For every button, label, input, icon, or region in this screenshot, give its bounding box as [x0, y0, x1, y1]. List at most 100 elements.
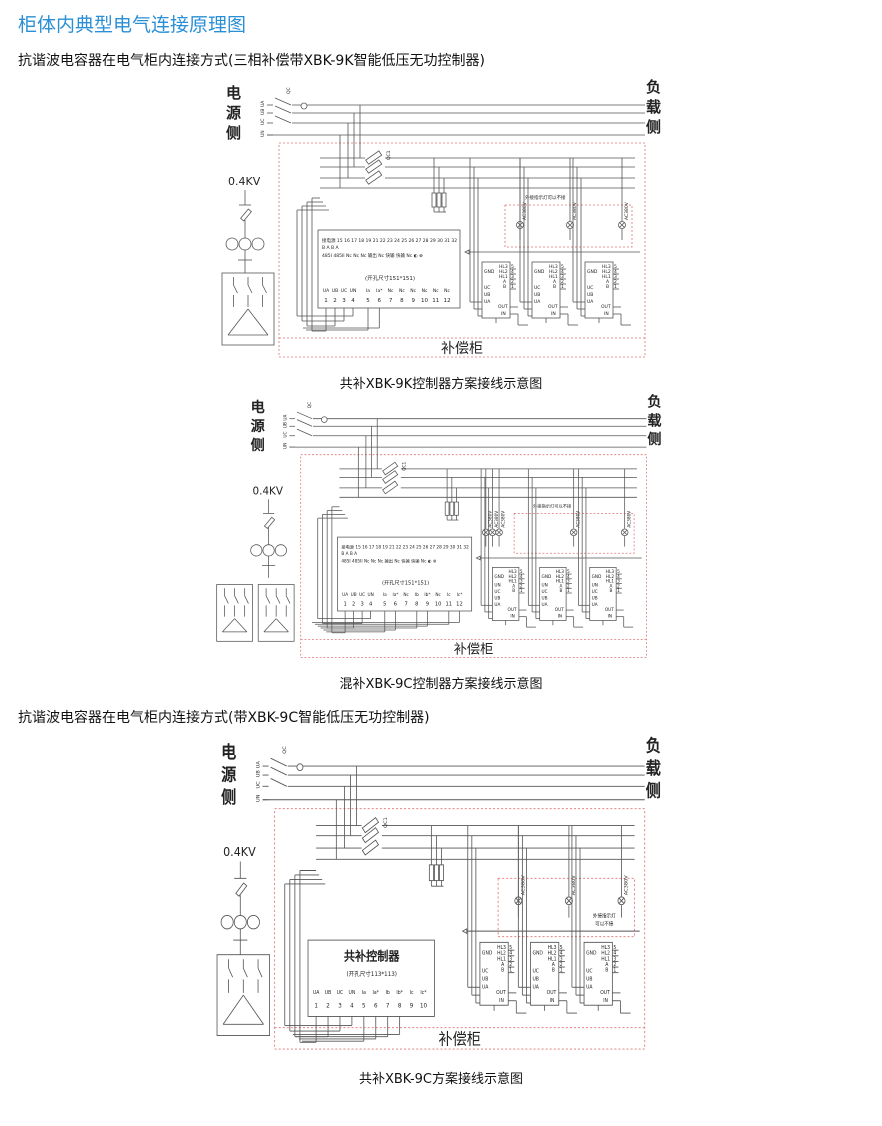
module-hl: HL2	[602, 269, 611, 275]
cabinet-label: 补偿柜	[454, 642, 494, 658]
module-uc: UC	[542, 589, 548, 595]
load-side-label: 负	[647, 393, 661, 410]
terminal-number: 7	[404, 601, 407, 607]
fuse-icon-qc1	[365, 150, 383, 165]
terminal-number: 12	[456, 601, 463, 607]
terminal-number: 4	[369, 601, 373, 607]
switch-icon	[224, 595, 229, 604]
module-ua: UA	[592, 602, 598, 608]
arrow-icon	[461, 928, 468, 935]
terminal-number: 3	[338, 1003, 342, 1009]
module-uc: UC	[534, 285, 540, 291]
cabinet-label: 补偿柜	[441, 341, 483, 357]
module-pin: 4	[509, 950, 512, 956]
source-side-label: 侧	[226, 124, 241, 142]
terminal-number: 10	[420, 1003, 427, 1009]
terminal-label: Nc	[433, 288, 439, 294]
voltage-label: 0.4KV	[253, 485, 284, 497]
module-hl: HL1	[509, 579, 518, 585]
ct-icon	[296, 763, 304, 772]
wire	[618, 897, 625, 904]
module-pin: 5	[617, 569, 620, 575]
module-pin: 1	[561, 284, 564, 290]
module-hl: HL2	[606, 574, 615, 580]
module-pin: 2	[561, 279, 564, 285]
switch-icon	[233, 284, 238, 294]
switching-module	[492, 567, 520, 621]
switching-module	[479, 941, 509, 1006]
wire	[263, 618, 277, 633]
module-hl: HL1	[548, 956, 557, 962]
lamp-note: 外接指示灯可以不接	[533, 503, 572, 510]
terminal-label: UN	[350, 288, 357, 294]
terminal-number: 1	[314, 1003, 318, 1009]
fuse-icon	[441, 192, 447, 208]
controller-terminal-row: 接电源 15 16 17 18 19 21 22 23 24 25 26 27 …	[322, 237, 457, 244]
module-in: IN	[550, 998, 555, 1004]
switch-icon	[244, 595, 249, 604]
fuse-icon	[235, 882, 248, 897]
module-pin: 4	[561, 269, 564, 275]
switch-blade-qc	[296, 419, 313, 427]
controller-cutout: (开孔尺寸113*113)	[346, 970, 396, 978]
module-ub: UB	[586, 976, 592, 982]
module-a: A	[552, 962, 556, 968]
module-pin: 4	[520, 574, 523, 580]
switching-module	[584, 261, 614, 319]
module-pin: 2	[567, 583, 570, 589]
module-uc: UC	[587, 285, 593, 291]
compensation-cabinet-boundary	[278, 142, 646, 358]
terminal-number: 3	[342, 298, 346, 304]
transformer-icon	[262, 544, 275, 557]
module-ua: UA	[587, 299, 594, 305]
qc-label: QC	[282, 746, 288, 754]
controller-terminal-row: B A B A	[322, 245, 340, 251]
module-hl: HL3	[602, 264, 611, 270]
fuse-icon-qc1	[361, 839, 380, 856]
fuse-icon-qc1	[365, 159, 383, 174]
module-out: OUT	[496, 990, 506, 996]
transformer-icon	[220, 914, 234, 930]
terminal-label: Nc	[410, 288, 416, 294]
module-ub: UB	[532, 976, 538, 982]
controller-title: 共补控制器	[344, 949, 400, 964]
module-uc: UC	[592, 589, 598, 595]
module-hl: HL1	[549, 274, 558, 280]
switch-icon	[234, 595, 239, 604]
module-hl: HL3	[548, 945, 557, 951]
module-pin: 3	[614, 274, 617, 280]
module-b: B	[553, 284, 556, 290]
load-side-label: 负	[646, 736, 661, 756]
module-out: OUT	[601, 304, 611, 310]
switch-icon	[228, 967, 233, 978]
module-hl: HL2	[549, 269, 558, 275]
module-pin: 5	[567, 569, 570, 575]
switch-icon	[265, 595, 271, 604]
fuse-icon	[431, 192, 437, 208]
controller-terminal-row: 接电源 15 16 17 18 19 21 22 23 24 25 26 27 …	[341, 543, 469, 550]
terminal-label: Ic*	[457, 592, 463, 598]
diagram-caption-3: 共补XBK-9C方案接线示意图	[358, 1072, 524, 1087]
module-a: A	[501, 962, 505, 968]
wire	[483, 529, 489, 536]
transformer-icon	[246, 914, 260, 930]
source-side-label: 源	[251, 418, 266, 435]
load-side-label: 载	[646, 758, 661, 778]
switch-icon	[275, 595, 281, 604]
module-pin: 5	[560, 945, 563, 951]
lamp-voltage: AC380V	[521, 874, 527, 895]
module-a: A	[605, 962, 609, 968]
module-pin: 4	[511, 269, 514, 275]
module-pin: 4	[567, 574, 570, 580]
module-gnd: GND	[484, 269, 495, 275]
fuse-icon	[434, 864, 439, 882]
controller-box	[307, 939, 435, 1017]
phase-label: UC	[256, 781, 262, 789]
controller-terminal-row: 485I 485II Nc Nc Nc 输出 Nc 快输 快输 Nc ◐ ⊗	[322, 252, 423, 259]
module-pin: 3	[613, 956, 616, 962]
terminal-label: Ic*	[420, 990, 427, 996]
terminal-number: 1	[343, 601, 346, 607]
transformer-icon	[250, 544, 263, 557]
module-ua: UA	[484, 299, 491, 305]
